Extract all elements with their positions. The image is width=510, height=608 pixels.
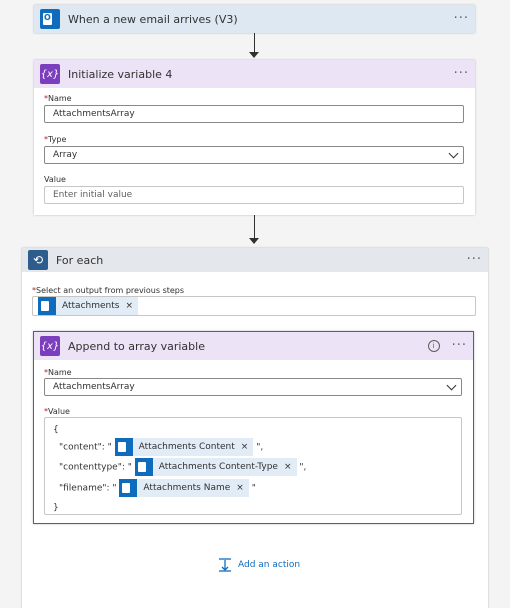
attachments-token[interactable]: Attachments × bbox=[38, 297, 138, 315]
token-label: Attachments bbox=[62, 301, 120, 311]
attachments-content-type-token[interactable]: Attachments Content-Type × bbox=[134, 458, 297, 476]
row-suffix: " bbox=[251, 483, 256, 494]
for-each-container: ⟲ For each ··· *Select an output from pr… bbox=[22, 248, 488, 608]
value-editor[interactable]: { "content": " Attachments Content × ", … bbox=[44, 417, 462, 515]
chevron-down-icon bbox=[446, 380, 457, 391]
row-suffix: ", bbox=[256, 442, 264, 453]
token-label: Attachments Content-Type bbox=[158, 462, 278, 472]
more-options-icon[interactable]: ··· bbox=[451, 338, 467, 353]
chevron-down-icon bbox=[448, 148, 459, 159]
token-label: Attachments Content bbox=[138, 442, 235, 452]
trigger-card[interactable]: When a new email arrives (V3) ··· bbox=[34, 5, 475, 33]
type-dropdown[interactable]: Array bbox=[44, 146, 464, 164]
arrow-head bbox=[249, 238, 259, 244]
row-key: "filename": " bbox=[59, 483, 117, 494]
more-options-icon[interactable]: ··· bbox=[466, 252, 482, 267]
name-dropdown[interactable]: AttachmentsArray bbox=[44, 378, 462, 396]
value-input[interactable]: Enter initial value bbox=[44, 186, 464, 204]
trigger-title: When a new email arrives (V3) bbox=[68, 12, 238, 26]
open-brace: { bbox=[53, 425, 59, 435]
name-field[interactable]: AttachmentsArray bbox=[44, 105, 464, 123]
value-label: Value bbox=[44, 175, 66, 184]
append-title: Append to array variable bbox=[68, 339, 205, 353]
add-action-label: Add an action bbox=[238, 560, 301, 570]
close-brace: } bbox=[53, 503, 59, 513]
token-label: Attachments Name bbox=[143, 483, 231, 493]
type-label: *Type bbox=[44, 135, 67, 144]
row-suffix: ", bbox=[299, 462, 307, 473]
more-options-icon[interactable]: ··· bbox=[453, 11, 469, 26]
row-key: "content": " bbox=[59, 442, 112, 453]
connector-arrow bbox=[254, 215, 255, 239]
for-each-title: For each bbox=[56, 253, 104, 267]
variable-icon: {x} bbox=[40, 336, 60, 356]
select-output-label: *Select an output from previous steps bbox=[32, 286, 185, 295]
arrow-head bbox=[249, 52, 259, 58]
name-label: *Name bbox=[44, 368, 72, 377]
add-action-icon bbox=[219, 558, 231, 572]
more-options-icon[interactable]: ··· bbox=[453, 66, 469, 81]
type-value: Array bbox=[53, 150, 78, 160]
row-key: "contenttype": " bbox=[59, 462, 132, 473]
add-action-button[interactable]: Add an action bbox=[218, 558, 300, 572]
contenttype-row: "contenttype": " Attachments Content-Typ… bbox=[59, 458, 306, 476]
outlook-icon bbox=[40, 9, 60, 29]
outlook-icon bbox=[134, 458, 153, 476]
outlook-icon bbox=[114, 438, 133, 456]
outlook-icon bbox=[119, 479, 138, 497]
close-icon[interactable]: × bbox=[236, 483, 244, 493]
outlook-icon bbox=[38, 297, 56, 315]
init-var-title: Initialize variable 4 bbox=[68, 67, 173, 81]
loop-icon: ⟲ bbox=[28, 250, 48, 270]
content-row: "content": " Attachments Content × ", bbox=[59, 438, 263, 456]
close-icon[interactable]: × bbox=[283, 462, 292, 472]
info-icon[interactable]: i bbox=[427, 340, 440, 352]
name-label: *Name bbox=[44, 94, 72, 103]
initialize-variable-card: {x} Initialize variable 4 ··· *Name Atta… bbox=[34, 60, 475, 215]
attachments-name-token[interactable]: Attachments Name × bbox=[119, 479, 249, 497]
connector-arrow bbox=[254, 33, 255, 53]
value-label: *Value bbox=[44, 407, 70, 416]
filename-row: "filename": " Attachments Name × " bbox=[59, 479, 256, 497]
close-icon[interactable]: × bbox=[125, 301, 133, 311]
attachments-content-token[interactable]: Attachments Content × bbox=[114, 438, 254, 456]
variable-icon: {x} bbox=[40, 64, 60, 84]
close-icon[interactable]: × bbox=[240, 442, 249, 452]
name-value: AttachmentsArray bbox=[53, 382, 135, 392]
select-output-field[interactable]: Attachments × bbox=[32, 296, 476, 316]
append-card: {x} Append to array variable i ··· *Name… bbox=[33, 331, 474, 524]
